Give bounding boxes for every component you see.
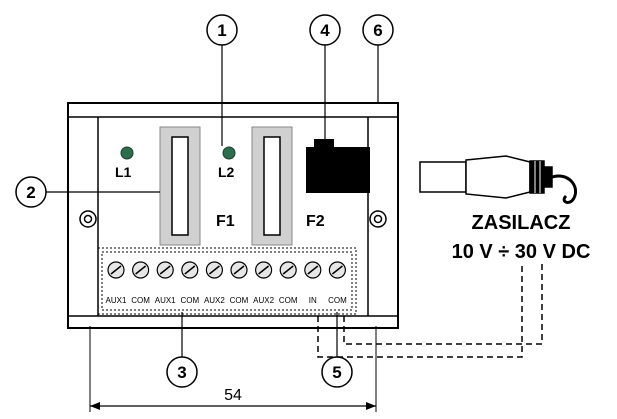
terminal-screw-icon	[156, 261, 174, 279]
terminal-label: COM	[131, 296, 150, 305]
dimension-line	[89, 326, 377, 412]
mounting-hole-right	[369, 210, 387, 228]
terminal-screw-icon	[107, 261, 125, 279]
terminal-screw-icon	[328, 261, 346, 279]
led-l1-label: L1	[115, 164, 132, 180]
power-supply-voltage: 10 V ÷ 30 V DC	[452, 241, 591, 263]
fuse-f1-label: F1	[216, 213, 235, 230]
terminal-label: COM	[180, 296, 199, 305]
svg-text:2: 2	[26, 183, 35, 202]
terminal-screw-icon	[205, 261, 223, 279]
terminal-label: AUX1	[106, 296, 127, 305]
terminal-screw-icon	[279, 261, 297, 279]
power-plug-icon	[419, 155, 577, 204]
terminal-label: COM	[328, 296, 347, 305]
terminal-labels: AUX1 COM AUX1 COM AUX2 COM AUX2 COM IN COM	[106, 296, 348, 305]
terminal-screw-icon	[230, 261, 248, 279]
callout-6: 6	[362, 14, 394, 46]
callout-2: 2	[15, 176, 47, 208]
callout-3: 3	[166, 356, 198, 388]
terminal-block	[97, 247, 357, 315]
terminal-screws	[107, 261, 346, 279]
power-wires	[317, 264, 543, 358]
power-socket	[306, 139, 370, 193]
callout-4: 4	[309, 14, 341, 46]
svg-text:6: 6	[373, 21, 382, 40]
power-supply-name: ZASILACZ	[472, 212, 571, 234]
terminal-label: IN	[309, 296, 317, 305]
mounting-hole-left	[79, 210, 97, 228]
terminal-label: COM	[279, 296, 298, 305]
dimension-label: 54	[224, 387, 242, 404]
terminal-label: COM	[230, 296, 249, 305]
fuse-f2-label: F2	[306, 213, 325, 230]
fuse-holder-f2	[251, 126, 293, 246]
callout-leaders	[46, 45, 379, 357]
fuse-holder-f1	[159, 126, 201, 246]
svg-text:1: 1	[217, 21, 226, 40]
terminal-screw-icon	[181, 261, 199, 279]
led-l2-icon	[222, 146, 236, 160]
svg-text:3: 3	[177, 363, 186, 382]
led-l1-icon	[120, 146, 134, 160]
svg-text:5: 5	[332, 363, 341, 382]
callout-1: 1	[206, 14, 238, 46]
terminal-screw-icon	[304, 261, 322, 279]
terminal-screw-icon	[255, 261, 273, 279]
terminal-label: AUX1	[155, 296, 176, 305]
terminal-label: AUX2	[204, 296, 225, 305]
svg-text:4: 4	[320, 21, 330, 40]
terminal-screw-icon	[132, 261, 150, 279]
led-l2-label: L2	[218, 164, 235, 180]
terminal-label: AUX2	[253, 296, 274, 305]
callout-5: 5	[321, 356, 353, 388]
